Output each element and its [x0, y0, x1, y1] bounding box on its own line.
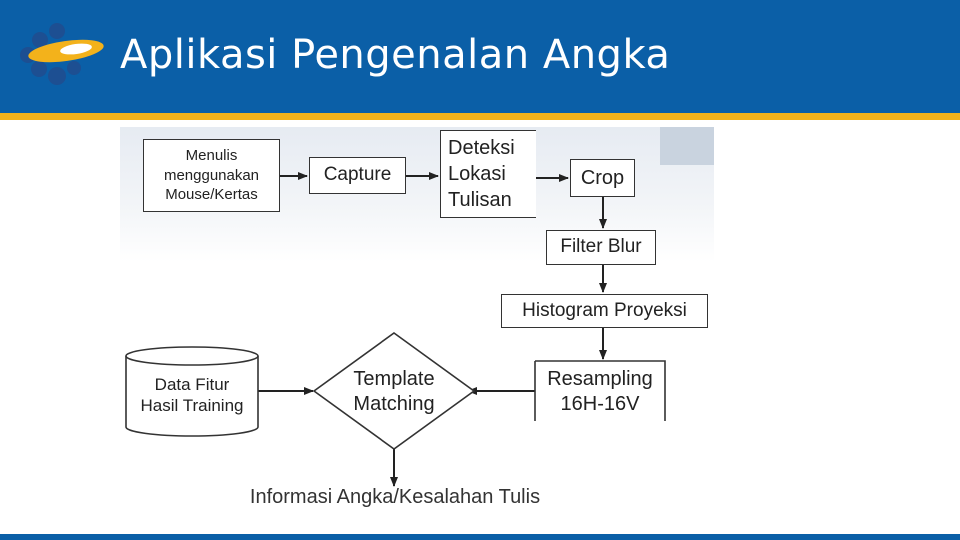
- page-title: Aplikasi Pengenalan Angka: [120, 32, 671, 78]
- node-filter-blur: Filter Blur: [546, 230, 656, 265]
- data-fitur-cylinder: [125, 346, 259, 437]
- accent-divider: [0, 113, 960, 120]
- node-capture: Capture: [309, 157, 406, 194]
- logo-icon: [20, 23, 104, 85]
- title-bar: [0, 0, 960, 113]
- bottom-divider: [0, 534, 960, 540]
- node-menulis: Menulis menggunakan Mouse/Kertas: [143, 139, 280, 212]
- figure-background-corner: [660, 127, 714, 165]
- node-data-fitur-label: Data Fitur Hasil Training: [140, 375, 244, 416]
- template-matching-diamond: [312, 332, 476, 450]
- resampling-box: [534, 360, 666, 421]
- node-resampling-label: Resampling 16H-16V: [547, 368, 653, 415]
- node-crop: Crop: [570, 159, 635, 197]
- node-deteksi: Deteksi Lokasi Tulisan: [440, 130, 536, 218]
- node-histogram: Histogram Proyeksi: [501, 294, 708, 328]
- node-template-label: Template Matching: [353, 368, 435, 415]
- output-label: Informasi Angka/Kesalahan Tulis: [249, 486, 541, 508]
